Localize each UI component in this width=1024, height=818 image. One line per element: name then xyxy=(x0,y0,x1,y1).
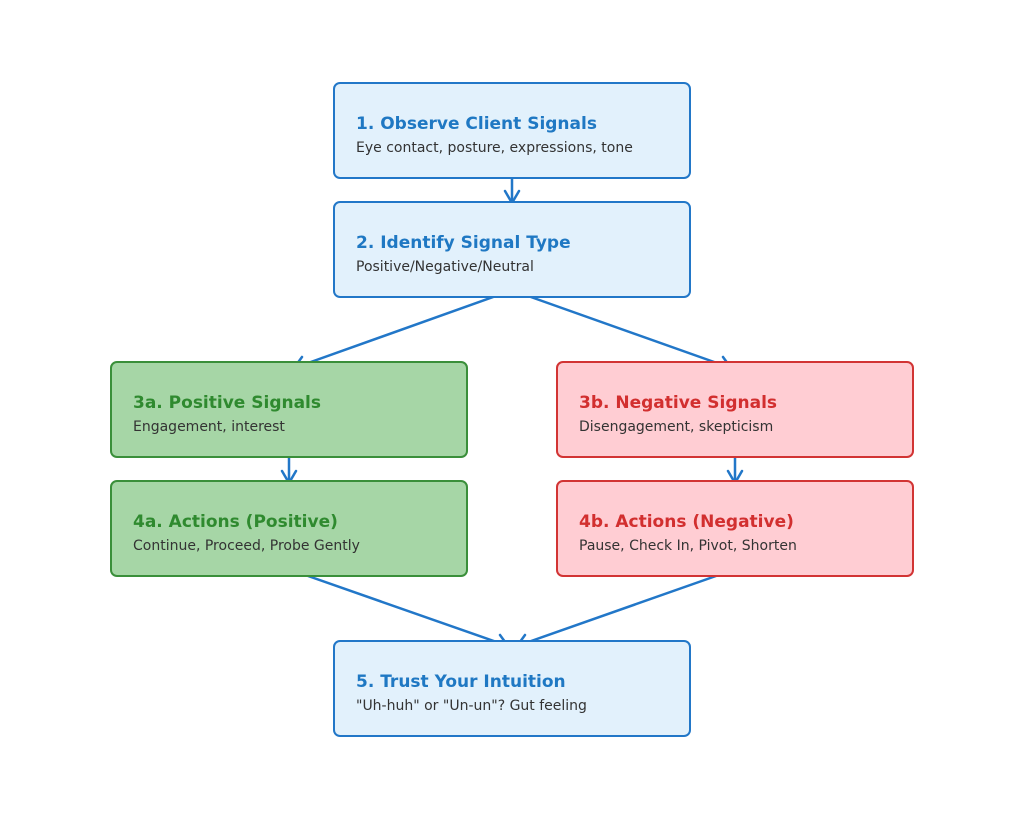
node-title: 2. Identify Signal Type xyxy=(356,233,571,253)
node-title: 4a. Actions (Positive) xyxy=(133,512,338,532)
node-title: 1. Observe Client Signals xyxy=(356,114,597,134)
node-description: Engagement, interest xyxy=(133,419,285,435)
node-actions-positive: 4a. Actions (Positive) Continue, Proceed… xyxy=(110,480,468,577)
node-description: Pause, Check In, Pivot, Shorten xyxy=(579,538,797,554)
node-actions-negative: 4b. Actions (Negative) Pause, Check In, … xyxy=(556,480,914,577)
node-positive-signals: 3a. Positive Signals Engagement, interes… xyxy=(110,361,468,458)
node-description: Disengagement, skepticism xyxy=(579,419,774,435)
node-description: Positive/Negative/Neutral xyxy=(356,259,534,275)
node-observe-client-signals: 1. Observe Client Signals Eye contact, p… xyxy=(333,82,691,179)
node-trust-your-intuition: 5. Trust Your Intuition "Uh-huh" or "Un-… xyxy=(333,640,691,737)
node-identify-signal-type: 2. Identify Signal Type Positive/Negativ… xyxy=(333,201,691,298)
node-description: "Uh-huh" or "Un-un"? Gut feeling xyxy=(356,698,587,714)
node-negative-signals: 3b. Negative Signals Disengagement, skep… xyxy=(556,361,914,458)
node-title: 5. Trust Your Intuition xyxy=(356,672,566,692)
edge-2-to-3a xyxy=(292,289,512,370)
edge-2-to-3b xyxy=(512,289,733,370)
node-description: Continue, Proceed, Probe Gently xyxy=(133,538,360,554)
node-title: 4b. Actions (Negative) xyxy=(579,512,794,532)
node-title: 3b. Negative Signals xyxy=(579,393,778,413)
node-title: 3a. Positive Signals xyxy=(133,393,322,413)
node-description: Eye contact, posture, expressions, tone xyxy=(356,140,633,156)
edge-4a-to-5 xyxy=(289,568,510,648)
edge-4b-to-5 xyxy=(515,568,735,648)
